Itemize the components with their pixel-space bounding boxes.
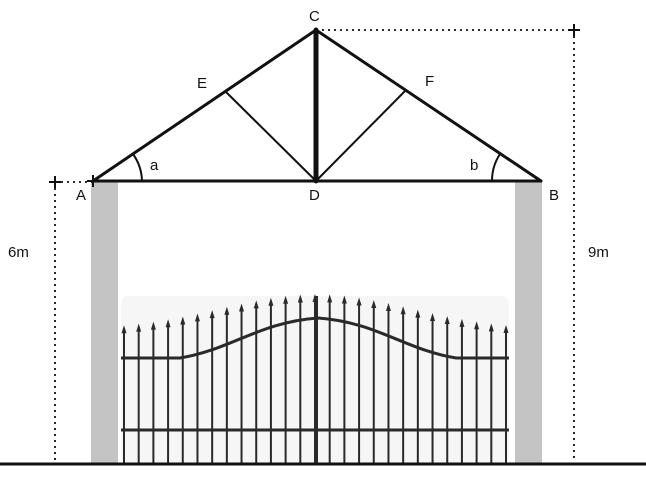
gate-bar-spear-tip xyxy=(209,310,215,319)
gate-bar-spear-tip xyxy=(341,295,347,304)
angle-label-a: a xyxy=(150,157,159,174)
gate-bar-spear-tip xyxy=(165,319,171,328)
gate-bar-spear-tip xyxy=(136,323,142,332)
gate-bar-spear-tip xyxy=(239,303,245,312)
right-height-label: 9m xyxy=(588,244,609,261)
gate-bar-spear-tip xyxy=(415,309,421,318)
gate-bar-spear-tip xyxy=(327,294,333,303)
gate-bar-spear-tip xyxy=(297,294,303,303)
left-height-label: 6m xyxy=(8,244,29,261)
gate-bar-spear-tip xyxy=(430,312,436,321)
point-label-d: D xyxy=(309,187,320,204)
point-label-c: C xyxy=(309,8,320,25)
gate-bar-spear-tip xyxy=(356,297,362,306)
dimension-lines xyxy=(54,29,575,462)
gate-bar-spear-tip xyxy=(194,313,200,322)
gate-bar-spear-tip xyxy=(180,316,186,325)
gate-bar-spear-tip xyxy=(444,316,450,325)
point-label-e: E xyxy=(197,75,207,92)
gate-bar-spear-tip xyxy=(385,303,391,312)
gate-bar-spear-tip xyxy=(371,300,377,309)
dimension-markers xyxy=(49,24,580,188)
left-pillar xyxy=(91,181,118,465)
gate-bar-spear-tip xyxy=(488,323,494,332)
member-CB xyxy=(314,28,543,183)
gate-bar-spear-tip xyxy=(283,295,289,304)
point-label-f: F xyxy=(425,73,434,90)
gate-bar-spear-tip xyxy=(400,306,406,315)
point-label-a: A xyxy=(76,187,86,204)
member-FD xyxy=(315,89,407,182)
gate-bar-spear-tip xyxy=(474,321,480,330)
gate-bar-spear-tip xyxy=(459,318,465,327)
right-pillar xyxy=(515,181,542,465)
gate-bar-spear-tip xyxy=(253,300,259,309)
gate-bar-spear-tip xyxy=(224,306,230,315)
gate-bar-spear-tip xyxy=(268,297,274,306)
gate xyxy=(121,294,509,464)
member-ED xyxy=(225,91,317,182)
gate-bar-spear-tip xyxy=(121,325,127,334)
angle-a-arc xyxy=(132,153,143,182)
angle-b-arc xyxy=(490,153,501,182)
gate-bar-spear-tip xyxy=(150,321,156,330)
angle-label-b: b xyxy=(470,157,478,174)
truss xyxy=(91,27,543,184)
gate-bar-spear-tip xyxy=(503,325,509,334)
point-label-b: B xyxy=(549,187,559,204)
member-AC xyxy=(91,28,318,183)
